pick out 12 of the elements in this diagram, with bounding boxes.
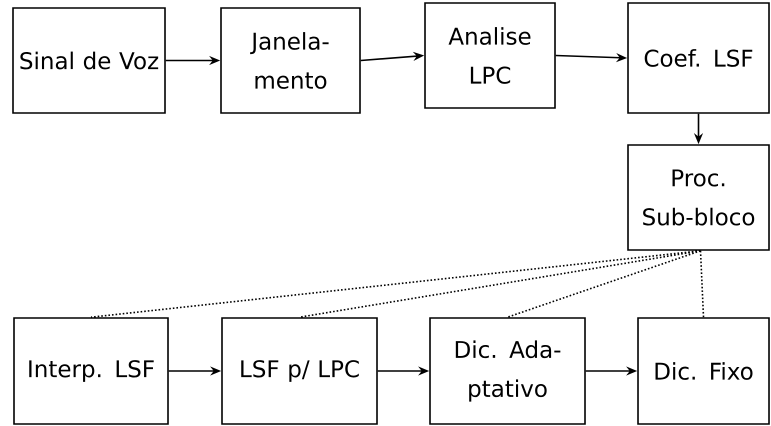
- process-box: Dic. Ada- ptativo: [429, 317, 586, 425]
- process-box: Sinal de Voz: [12, 7, 166, 114]
- process-box: Coef. LSF: [627, 2, 770, 114]
- process-box: Janela- mento: [220, 7, 361, 114]
- process-box: Proc. Sub-bloco: [627, 144, 770, 251]
- process-box: Dic. Fixo: [637, 317, 770, 425]
- dotted-line: [299, 250, 701, 318]
- process-box: Interp. LSF: [13, 317, 169, 425]
- dotted-line: [700, 250, 704, 318]
- process-box: LSF p/ LPC: [221, 317, 378, 425]
- process-box: Analise LPC: [424, 2, 556, 109]
- dotted-line: [507, 250, 701, 318]
